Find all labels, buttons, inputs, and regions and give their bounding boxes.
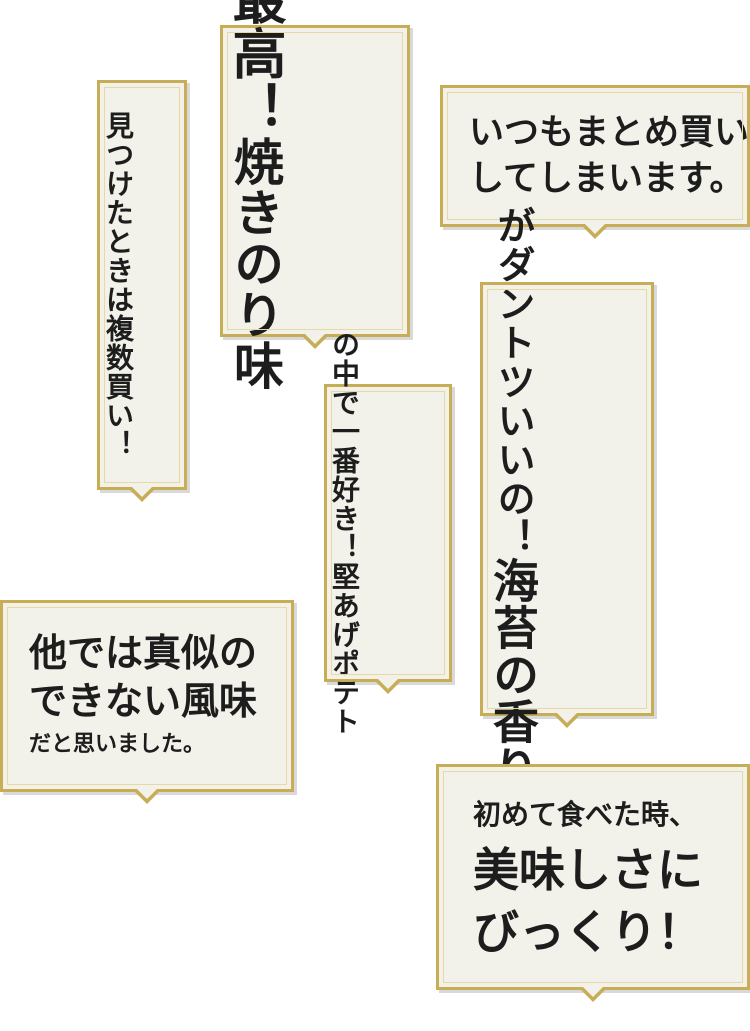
review-line: だと思いました。 [29, 731, 206, 757]
review-line: いつもまとめ買い [469, 112, 750, 153]
review-text: 海苔の香り がダントツいいの！ [483, 206, 543, 792]
review-line: がダントツいいの！ [491, 206, 536, 557]
review-line: 美味しさに [473, 843, 703, 897]
review-line: 見つけたときは複数買い！ [102, 111, 135, 459]
review-line: できない風味 [29, 678, 258, 723]
review-bubble-nori-aroma: 海苔の香り がダントツいいの！ [480, 206, 654, 792]
review-bubble-favorite: 堅あげポテト の中で一番好き！ [324, 330, 452, 736]
review-text: いつもまとめ買い してしまいます。 [443, 88, 750, 224]
review-text: 堅あげポテト の中で一番好き！ [327, 330, 361, 736]
review-line: 堅あげポテト [328, 562, 361, 736]
review-line: 海苔の香り [486, 557, 540, 792]
review-line: 最高！ [223, 0, 287, 136]
review-line: 初めて食べた時、 [473, 798, 698, 831]
review-bubble-bulk-buy: いつもまとめ買い してしまいます。 [440, 85, 750, 227]
review-text: 見つけたときは複数買い！ [100, 83, 136, 487]
review-line: の中で一番好き！ [328, 330, 361, 562]
review-text: 初めて食べた時、 美味しさに びっくり！ [439, 767, 747, 987]
review-text: 焼きのり味 最高！ [223, 0, 287, 391]
review-line: してしまいます。 [469, 158, 745, 199]
review-line: 他では真似の [29, 630, 258, 675]
review-line: びっくり！ [473, 905, 703, 959]
review-bubble-multiple-buy: 見つけたときは複数買い！ [97, 80, 187, 490]
review-bubble-yakinori: 焼きのり味 最高！ [220, 0, 410, 391]
review-bubble-unique-flavor: 他では真似の できない風味 だと思いました。 [0, 600, 294, 792]
review-text: 他では真似の できない風味 だと思いました。 [3, 603, 291, 789]
review-bubble-surprised: 初めて食べた時、 美味しさに びっくり！ [436, 764, 750, 990]
review-line: 焼きのり味 [226, 136, 285, 391]
